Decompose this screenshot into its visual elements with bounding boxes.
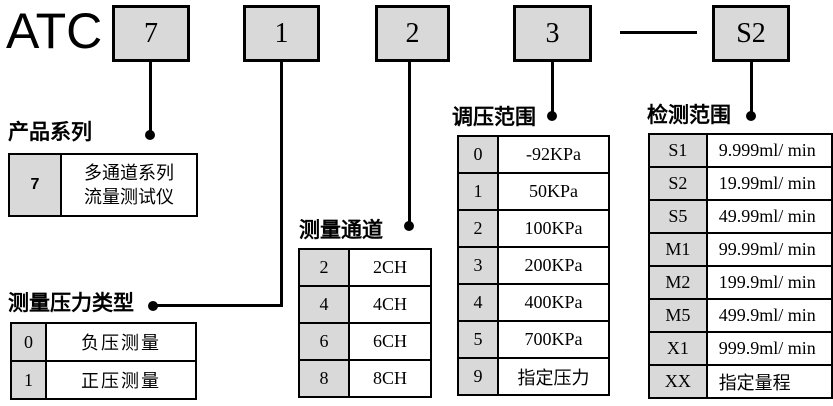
table-row: 5 700KPa — [457, 320, 610, 359]
code-cell: 7 — [8, 153, 62, 217]
table-row: X1 999.9ml/ min — [648, 331, 833, 366]
table-row: 3 200KPa — [457, 246, 610, 285]
value-cell: -92KPa — [497, 135, 610, 174]
code-cell: 1 — [457, 172, 499, 211]
code-cell: M1 — [648, 232, 708, 267]
table-row: 2 2CH — [298, 248, 432, 287]
code-cell: 0 — [10, 322, 47, 362]
value-cell: 199.9ml/ min — [705, 265, 833, 300]
table-product-series: 7 多通道系列 流量测试仪 — [8, 153, 198, 217]
value-cell: 19.99ml/ min — [705, 166, 833, 201]
connector-line-pressure-range — [551, 62, 554, 113]
table-row: 0 -92KPa — [457, 135, 610, 174]
code-cell: 4 — [298, 285, 350, 324]
value-cell: 999.9ml/ min — [705, 331, 833, 366]
code-cell: 9 — [457, 357, 499, 396]
model-prefix: ATC — [6, 3, 103, 59]
value-cell: 9.999ml/ min — [705, 133, 833, 168]
connector-dot-pressure-range — [547, 111, 557, 121]
value-cell: 多通道系列 流量测试仪 — [60, 153, 198, 217]
table-row: 1 正压测量 — [10, 360, 197, 400]
code-cell: M2 — [648, 265, 708, 300]
code-cell: 2 — [457, 209, 499, 248]
connector-line-detect-range — [750, 62, 753, 113]
table-row: M1 99.99ml/ min — [648, 232, 833, 267]
table-detect-range: S1 9.999ml/ min S2 19.99ml/ min S5 49.99… — [648, 133, 833, 399]
value-cell: 100KPa — [497, 209, 610, 248]
value-cell: 499.9ml/ min — [705, 298, 833, 333]
value-cell: 正压测量 — [45, 360, 197, 400]
code-cell: M5 — [648, 298, 708, 333]
table-row: 1 50KPa — [457, 172, 610, 211]
table-row: 8 8CH — [298, 359, 432, 398]
value-cell: 8CH — [348, 359, 432, 398]
value-cell: 99.99ml/ min — [705, 232, 833, 267]
connector-line-pressure-type-h — [153, 304, 283, 307]
value-cell: 指定压力 — [497, 357, 610, 396]
code-cell: S1 — [648, 133, 708, 168]
value-cell: 4CH — [348, 285, 432, 324]
segment-box-5: S2 — [712, 5, 790, 62]
code-cell: 6 — [298, 322, 350, 361]
segment-box-4: 3 — [513, 5, 592, 62]
value-cell: 6CH — [348, 322, 432, 361]
value-cell: 负压测量 — [45, 322, 197, 362]
table-row: 7 多通道系列 流量测试仪 — [8, 153, 198, 217]
connector-dot-pressure-type — [148, 301, 158, 311]
section-title-pressure-type: 测量压力类型 — [8, 292, 134, 315]
connector-line-channels — [408, 62, 411, 223]
table-row: S1 9.999ml/ min — [648, 133, 833, 168]
connector-line-pressure-type-v — [280, 62, 283, 307]
code-cell: 8 — [298, 359, 350, 398]
connector-dot-channels — [404, 221, 414, 231]
code-cell: 5 — [457, 320, 499, 359]
connector-line-product-series — [149, 62, 152, 132]
code-cell: S2 — [648, 166, 708, 201]
value-cell: 指定量程 — [705, 364, 833, 399]
value-cell: 700KPa — [497, 320, 610, 359]
connector-dot-product-series — [145, 130, 155, 140]
value-cell: 49.99ml/ min — [705, 199, 833, 234]
table-row: S5 49.99ml/ min — [648, 199, 833, 234]
table-row: 4 400KPa — [457, 283, 610, 322]
table-row: XX 指定量程 — [648, 364, 833, 399]
table-row: M5 499.9ml/ min — [648, 298, 833, 333]
table-row: M2 199.9ml/ min — [648, 265, 833, 300]
value-cell: 200KPa — [497, 246, 610, 285]
table-row: S2 19.99ml/ min — [648, 166, 833, 201]
segment-box-3: 2 — [375, 5, 450, 62]
code-cell: XX — [648, 364, 708, 399]
section-title-channels: 测量通道 — [299, 219, 383, 242]
section-title-product-series: 产品系列 — [8, 121, 92, 144]
code-cell: X1 — [648, 331, 708, 366]
section-title-detect-range: 检测范围 — [647, 104, 731, 127]
code-cell: 1 — [10, 360, 47, 400]
code-cell: 4 — [457, 283, 499, 322]
code-cell: 3 — [457, 246, 499, 285]
segment-box-2: 1 — [243, 5, 320, 62]
table-pressure-range: 0 -92KPa 1 50KPa 2 100KPa 3 200KPa 4 400… — [457, 135, 610, 396]
value-cell: 50KPa — [497, 172, 610, 211]
connector-dot-detect-range — [746, 111, 756, 121]
table-channels: 2 2CH 4 4CH 6 6CH 8 8CH — [298, 248, 432, 398]
segment-box-1: 7 — [112, 5, 190, 62]
table-row: 4 4CH — [298, 285, 432, 324]
dash-separator — [620, 31, 697, 34]
value-cell: 400KPa — [497, 283, 610, 322]
code-cell: 0 — [457, 135, 499, 174]
table-row: 6 6CH — [298, 322, 432, 361]
table-pressure-type: 0 负压测量 1 正压测量 — [10, 322, 197, 400]
section-title-pressure-range: 调压范围 — [452, 106, 536, 129]
table-row: 2 100KPa — [457, 209, 610, 248]
table-row: 9 指定压力 — [457, 357, 610, 396]
code-cell: 2 — [298, 248, 350, 287]
table-row: 0 负压测量 — [10, 322, 197, 362]
value-cell: 2CH — [348, 248, 432, 287]
code-cell: S5 — [648, 199, 708, 234]
